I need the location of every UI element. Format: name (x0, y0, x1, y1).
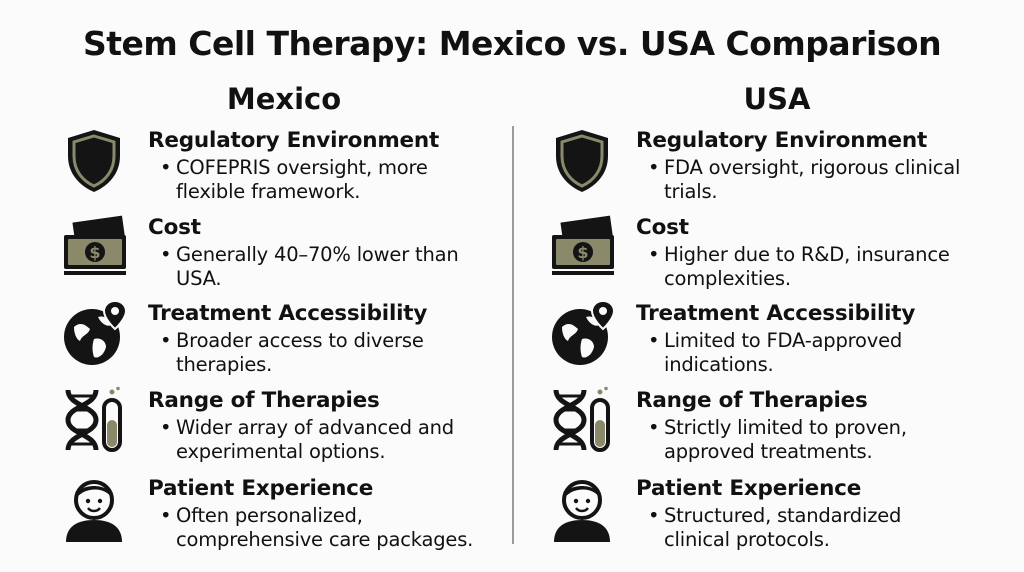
row-bullet-text: Broader access to diverse therapies. (148, 329, 478, 377)
page-title: Stem Cell Therapy: Mexico vs. USA Compar… (82, 24, 942, 63)
svg-text:$: $ (89, 243, 100, 262)
globe-pin-icon (548, 299, 616, 367)
row-heading: Regulatory Environment (148, 128, 440, 153)
shield-icon (548, 126, 616, 194)
row-bullet-text: Generally 40–70% lower than USA. (148, 243, 478, 291)
row-bullet-text: FDA oversight, rigorous clinical trials. (636, 156, 966, 204)
row-heading: Patient Experience (636, 476, 862, 501)
mexico-column-header: Mexico (226, 82, 342, 116)
row-heading: Range of Therapies (148, 388, 380, 413)
row-heading: Treatment Accessibility (636, 301, 916, 326)
row-heading: Cost (636, 215, 689, 240)
row-heading: Treatment Accessibility (148, 301, 428, 326)
column-divider (512, 126, 514, 544)
usa-column-header: USA (743, 82, 811, 116)
row-bullet-text: Higher due to R&D, insurance complexitie… (636, 243, 966, 291)
row-heading: Patient Experience (148, 476, 374, 501)
patient-icon (548, 474, 616, 542)
row-bullet-text: Strictly limited to proven, approved tre… (636, 416, 966, 464)
dna-test-tube-icon (548, 386, 616, 454)
globe-pin-icon (60, 299, 128, 367)
row-bullet-text: Wider array of advanced and experimental… (148, 416, 478, 464)
row-bullet-text: Structured, standardized clinical protoc… (636, 504, 966, 552)
row-bullet-text: Limited to FDA-approved indications. (636, 329, 966, 377)
dna-test-tube-icon (60, 386, 128, 454)
row-bullet-text: Often personalized, comprehensive care p… (148, 504, 478, 552)
patient-icon (60, 474, 128, 542)
row-heading: Range of Therapies (636, 388, 868, 413)
shield-icon (60, 126, 128, 194)
money-icon: $ (60, 213, 128, 281)
row-bullet-text: COFEPRIS oversight, more flexible framew… (148, 156, 478, 204)
svg-text:$: $ (577, 243, 588, 262)
money-icon: $ (548, 213, 616, 281)
row-heading: Cost (148, 215, 201, 240)
row-heading: Regulatory Environment (636, 128, 928, 153)
